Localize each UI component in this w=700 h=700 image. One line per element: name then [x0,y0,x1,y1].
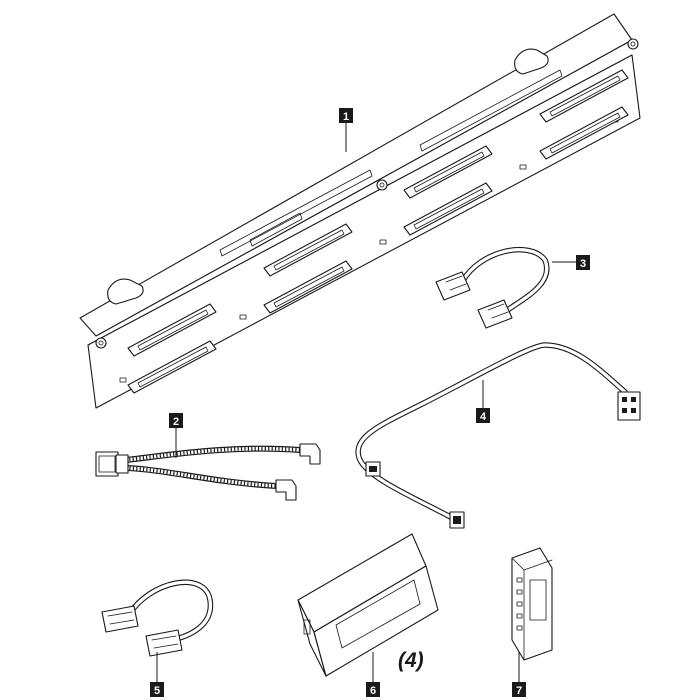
callout-5: 5 [150,682,164,697]
callout-label: 6 [370,685,376,697]
callout-3: 3 [576,255,590,270]
backplane-assembly [79,13,641,409]
callout-label: 5 [154,685,160,697]
callout-label: 7 [516,685,522,697]
backplane-connector [403,145,493,236]
y-signal-cable [95,443,321,501]
backplane-connector [127,303,217,394]
callout-label: 2 [173,416,179,428]
callout-label: 4 [480,411,487,423]
backplane-connector [263,223,353,314]
quantity-note: (4) [398,649,424,672]
callout-1: 1 [339,108,353,123]
power-cable-long [355,342,641,529]
callout-7: 7 [512,682,526,697]
callout-4: 4 [476,408,490,423]
callout-2: 2 [169,413,183,428]
backplane-connector [539,69,629,160]
callout-label: 3 [580,258,586,270]
clip-connector [511,547,553,661]
callout-6: 6 [366,682,380,697]
drive-filler [297,533,439,677]
power-cable-small [101,579,214,657]
power-cable-short [435,246,550,329]
callout-label: 1 [343,111,349,123]
